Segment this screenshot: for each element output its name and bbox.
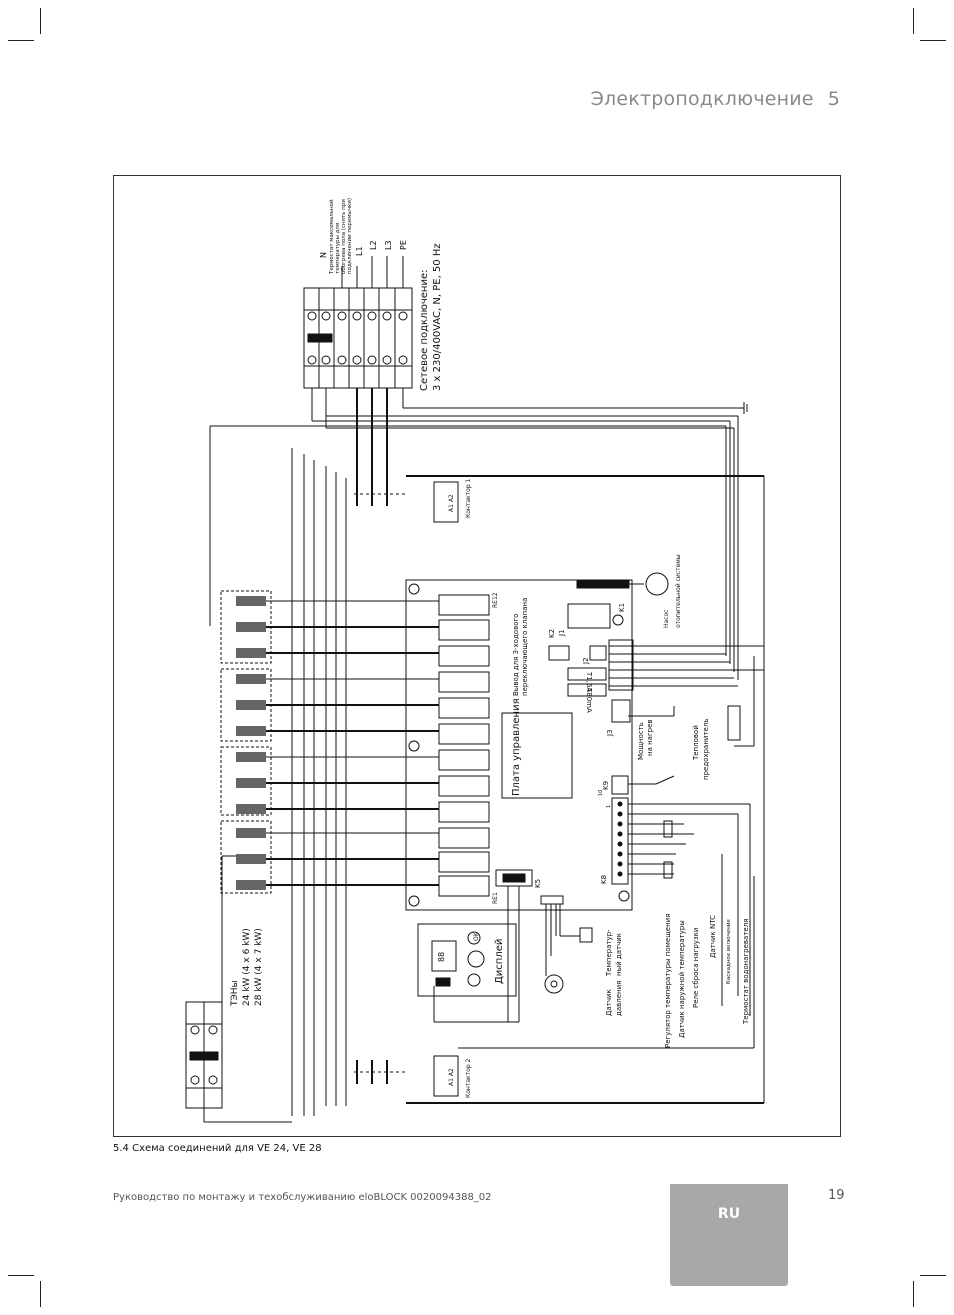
outdoor-sensor-label: Датчик наружной температуры: [678, 920, 686, 1038]
heaters-label-1: ТЭНы: [230, 980, 240, 1007]
fuse-t80ma: [567, 683, 607, 697]
pump-icon: [645, 572, 669, 596]
floor-thermostat-label-4: подключении перемычки): [347, 198, 353, 274]
crop-mark: [8, 40, 34, 41]
k9-label: K9: [602, 781, 610, 790]
display-digits: 88: [437, 952, 446, 962]
terminal-10-label: 10: [598, 790, 604, 796]
floor-thermostat-label-1: Термостат максимальной: [328, 199, 335, 275]
crop-mark: [40, 1281, 41, 1307]
cascade-label: Каскадное включение: [726, 919, 732, 984]
contactor-2: [433, 1055, 459, 1097]
control-board-label: Плата управления: [511, 698, 522, 796]
k2-connector: [548, 645, 570, 661]
ok-key: OK: [473, 931, 480, 941]
re12-label: RE12: [492, 592, 499, 608]
k9-terminal: [611, 775, 629, 795]
pump-label-1: Насос: [663, 610, 670, 628]
page-number: 19: [828, 1188, 845, 1203]
terminal-n-label: N: [319, 252, 328, 258]
display-module: [417, 923, 517, 997]
j3-jumper: [611, 699, 631, 723]
crop-mark: [920, 40, 946, 41]
crop-mark: [913, 1281, 914, 1307]
k8-terminal-block: [611, 797, 629, 885]
contactor-1-coil-label: A1 A2: [448, 494, 455, 512]
terminal-l3-label: L3: [384, 240, 393, 250]
heating-power-label-1: Мощность: [637, 722, 645, 760]
j2-connector: [589, 645, 607, 661]
k5-connector: [495, 869, 533, 887]
mains-label-1: Сетевое подключение:: [419, 270, 430, 392]
ntc-sensor-label: Датчик NTC: [709, 915, 717, 958]
display-label: Дисплей: [494, 939, 505, 984]
section-title: Электроподключение: [590, 88, 814, 110]
heater-group-4: [220, 820, 272, 894]
thermal-fuse-label-1: Тепловой: [692, 725, 700, 761]
wiring-diagram: Сетевое подключение: 3 x 230/400VAC, N, …: [113, 175, 841, 1137]
temperature-sensor-label-1: Температур-: [605, 929, 613, 977]
pressure-sensor-label-2: давления: [615, 981, 623, 1016]
dhw-thermostat-label: Термостат водонагревателя: [742, 919, 750, 1025]
j1-connector: [567, 603, 611, 629]
re1-label: RE1: [492, 892, 499, 904]
heating-power-label-2: на нагрев: [646, 719, 654, 756]
load-shed-relay-label: Реле сброса нагрузки: [692, 928, 700, 1008]
crop-mark: [913, 8, 914, 34]
board-chip: [501, 712, 573, 799]
figure-caption: 5.4 Схема соединений для VE 24, VE 28: [113, 1143, 322, 1154]
terminal-1-label: 1: [606, 805, 612, 808]
k2-label: K2: [548, 629, 556, 638]
contactor-1-label: Контактор 1: [465, 478, 472, 518]
contactor-1: [433, 481, 459, 523]
heater-group-3: [220, 746, 272, 816]
terminal-l2-label: L2: [369, 240, 378, 250]
floor-thermostat-label-3: обогрева пола (снять при: [341, 199, 347, 274]
j3-label: J3: [606, 729, 614, 737]
pump-label-2: отопительной системы: [675, 554, 682, 628]
j2-label: J2: [582, 657, 590, 665]
page-title: Электроподключение 5: [591, 88, 840, 110]
thermal-fuse-label-2: предохранитель: [702, 719, 710, 780]
floor-thermostat-label-2: температуры для: [335, 223, 341, 274]
crop-mark: [40, 8, 41, 34]
k1-label: K1: [618, 603, 626, 612]
mains-label-2: 3 x 230/400VAC, N, PE, 50 Hz: [432, 243, 443, 391]
contactor-2-coil-label: A1 A2: [448, 1068, 455, 1086]
footer-document-title: Руководство по монтажу и техобслуживанию…: [113, 1192, 492, 1203]
relay-column: [438, 594, 490, 897]
pressure-sensor-label-1: Датчик: [605, 989, 613, 1016]
fuse-t16a: [567, 667, 607, 681]
wiring-diagram-svg: Сетевое подключение: 3 x 230/400VAC, N, …: [185, 198, 765, 1123]
k5-label: K5: [534, 879, 542, 888]
chapter-number: 5: [827, 88, 840, 110]
valve-output-label-2: переключающего клапана: [521, 598, 529, 696]
valve-output-label-1: Вывод для 3-ходового: [512, 614, 520, 696]
k8-upper-terminal: [608, 639, 634, 691]
temperature-sensor-label-2: ный датчик: [615, 933, 623, 976]
heaters-label-2: 24 kW (4 x 6 kW): [242, 928, 252, 1006]
heaters-label-3: 28 kW (4 x 7 kW): [254, 928, 264, 1006]
terminal-l1-label: L1: [355, 246, 364, 256]
crop-mark: [8, 1275, 34, 1276]
terminal-pe-label: PE: [399, 240, 408, 250]
thermal-fuse: [727, 705, 741, 741]
room-thermostat-label: Регулятор температуры помещения: [664, 914, 672, 1048]
fuse-t16a-label: T1,6A: [585, 671, 593, 692]
fuse-t80ma-label: T80mA: [585, 687, 593, 713]
contactor-2-label: Контактор 2: [465, 1058, 472, 1098]
k8-label: K8: [600, 875, 608, 884]
language-tab: RU: [670, 1184, 788, 1286]
crop-mark: [920, 1275, 946, 1276]
j1-label: J1: [558, 629, 566, 637]
